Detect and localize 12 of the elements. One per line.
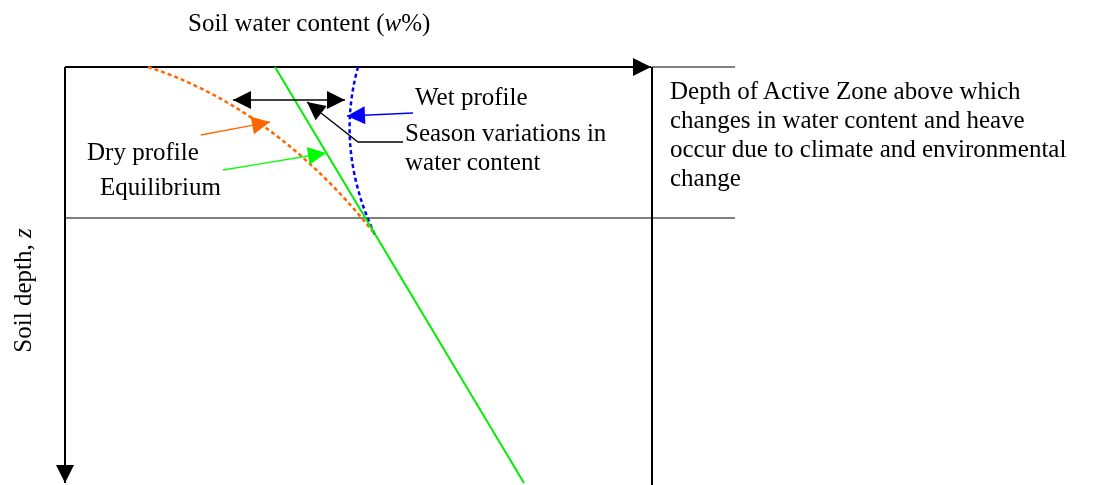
callout-text: Wet profile xyxy=(415,82,528,111)
axis-title: Soil water content (w%) xyxy=(188,8,431,37)
callout-text: Dry profile xyxy=(87,137,199,166)
wet-profile-curve xyxy=(348,66,377,236)
leader-line xyxy=(222,147,327,171)
leader-line xyxy=(200,116,271,136)
leader-line xyxy=(346,106,414,125)
callout-text: Season variations in water content xyxy=(405,118,640,176)
axis-title: Soil depth, z xyxy=(7,227,37,353)
note-text: Depth of Active Zone above which changes in water content and heave occur due to climate and environmental change xyxy=(670,76,1068,192)
leader-line xyxy=(306,101,404,143)
callout-text: Equilibrium xyxy=(100,172,221,201)
